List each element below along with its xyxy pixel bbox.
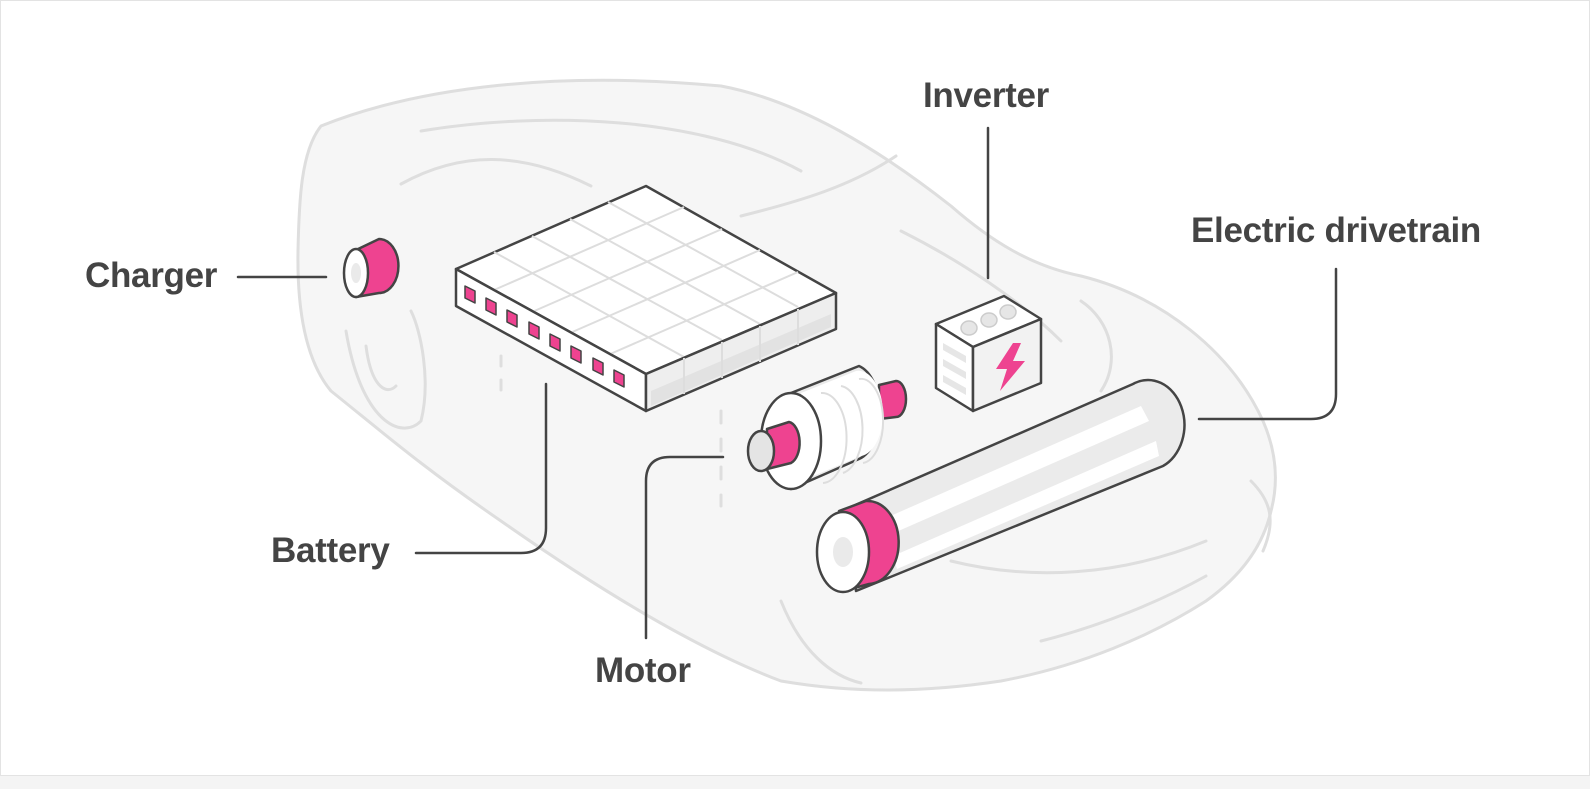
battery-pack-icon	[454, 184, 838, 413]
drivetrain-end-inner	[833, 537, 853, 567]
battery-cell	[549, 333, 561, 352]
leader-battery	[414, 382, 548, 555]
label-motor: Motor	[595, 651, 691, 690]
label-inverter: Inverter	[923, 76, 1049, 115]
battery-cell	[613, 369, 625, 388]
battery-cell	[570, 345, 582, 364]
motor-grooves	[820, 377, 885, 484]
inverter-box-icon	[934, 294, 1043, 413]
front-lower	[1039, 574, 1208, 643]
rear-wheel-arch	[344, 309, 427, 430]
battery-cell	[592, 357, 604, 376]
inverter-knob	[999, 304, 1017, 320]
rear-wheel	[364, 344, 398, 392]
leader-drivetrain	[1197, 267, 1338, 421]
battery-cell	[506, 309, 518, 328]
hood-line	[739, 154, 898, 218]
roof-line	[419, 118, 803, 173]
battery-grid	[493, 201, 799, 358]
motor-shaft-tip	[746, 429, 776, 473]
charger-port-icon	[342, 237, 400, 299]
door-line	[899, 229, 1063, 343]
charger-inner	[351, 263, 361, 283]
inverter-knob	[960, 320, 978, 336]
battery-cell	[464, 285, 476, 304]
front-bumper	[1249, 479, 1272, 553]
battery-side-ribs	[683, 309, 799, 394]
battery-side-band	[651, 314, 831, 406]
leader-lines	[236, 126, 1338, 640]
motor-back-shaft	[877, 379, 908, 421]
battery-cell	[485, 297, 497, 316]
drivetrain-stripe	[879, 406, 1149, 536]
front-wheel-arch	[1079, 299, 1113, 393]
drivetrain-shaft-icon	[815, 378, 1186, 594]
inverter-vents	[943, 343, 966, 395]
side-skirt	[949, 539, 1208, 575]
lower-arch	[779, 599, 863, 685]
label-charger: Charger	[85, 256, 218, 295]
leader-motor	[644, 455, 725, 640]
motor-front-shaft	[765, 420, 801, 471]
lightning-bolt-icon	[996, 343, 1025, 391]
battery-cells	[464, 285, 625, 388]
inverter-knob	[980, 312, 998, 328]
label-battery: Battery	[271, 531, 390, 570]
windshield	[399, 158, 593, 188]
motor-icon	[746, 364, 908, 491]
battery-cell	[528, 321, 540, 340]
drivetrain-stripe	[893, 441, 1159, 569]
label-electric-drivetrain: Electric drivetrain	[1191, 211, 1481, 250]
